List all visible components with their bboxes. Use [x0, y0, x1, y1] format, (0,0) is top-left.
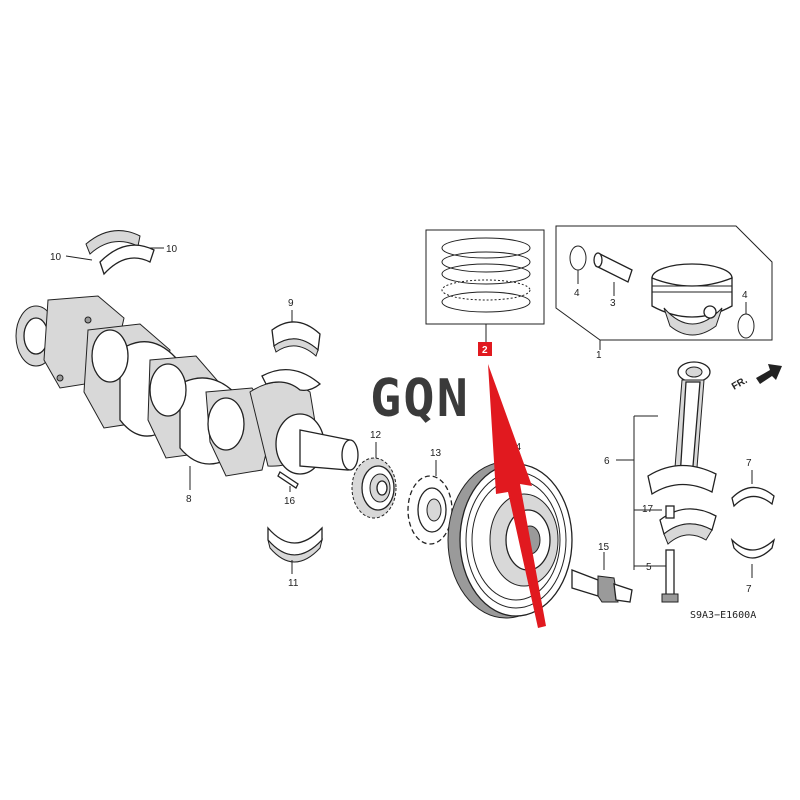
- rod-bearing-upper: [731, 470, 775, 508]
- label-13: 13: [430, 448, 442, 459]
- label-3: 3: [610, 298, 616, 309]
- main-bearing-upper: [65, 230, 164, 276]
- label-11: 11: [288, 578, 299, 589]
- label-12: 12: [370, 430, 382, 441]
- label-4-left: 4: [574, 288, 580, 299]
- piston-assembly-box: [555, 225, 773, 350]
- label-10-right: 10: [166, 244, 178, 255]
- rod-bearing-lower: [730, 537, 776, 578]
- label-15: 15: [598, 542, 610, 553]
- label-4-right: 4: [742, 290, 748, 301]
- crank-sprocket: [351, 457, 397, 519]
- label-7-upper: 7: [746, 458, 752, 469]
- connecting-rod: [647, 361, 717, 496]
- rod-cap: [659, 505, 717, 545]
- rod-bracket: [633, 415, 668, 570]
- label-16: 16: [284, 496, 296, 507]
- label-8: 8: [186, 494, 192, 505]
- label-9: 9: [288, 298, 294, 309]
- main-bearing-lower: [267, 526, 323, 574]
- watermark: GQN: [370, 369, 470, 429]
- ring-set: [425, 229, 545, 342]
- pulley-bolt: [571, 552, 633, 603]
- rod-bolt: [661, 549, 679, 603]
- label-2-highlight: [478, 342, 492, 356]
- woodruff-key: [277, 471, 299, 492]
- front-arrow: FR.: [730, 364, 782, 393]
- thrust-bearing: [271, 310, 321, 357]
- label-17: 17: [642, 504, 654, 515]
- label-7-lower: 7: [746, 584, 752, 595]
- label-10-left: 10: [50, 252, 62, 263]
- pulse-plate: [407, 475, 453, 545]
- label-6: 6: [604, 456, 610, 467]
- drawing-code: S9A3−E1600A: [690, 610, 756, 621]
- highlight-arrow: [488, 364, 546, 628]
- front-indicator: FR.: [730, 375, 750, 393]
- label-2: 2: [482, 345, 488, 356]
- label-1: 1: [596, 350, 602, 361]
- crankshaft: [15, 295, 359, 477]
- label-5: 5: [646, 562, 652, 573]
